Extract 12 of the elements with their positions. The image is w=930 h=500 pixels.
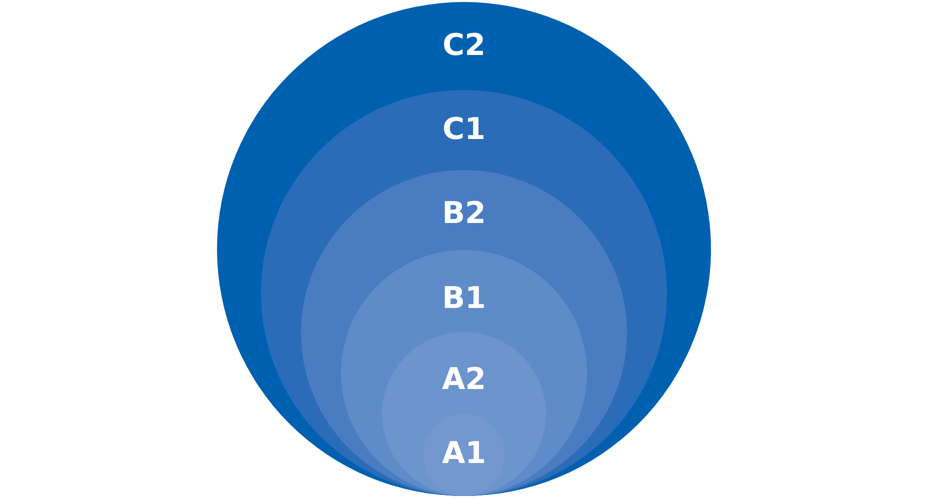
circle-area — [341, 250, 587, 496]
level-label: B2 — [442, 196, 486, 232]
level-label: C2 — [442, 28, 486, 64]
circle-area — [382, 332, 546, 496]
level-label: A2 — [442, 362, 486, 398]
circle-area — [423, 414, 505, 496]
circle-area — [217, 2, 711, 496]
circle-area — [301, 170, 627, 496]
level-label: C1 — [442, 112, 486, 148]
level-label: A1 — [442, 436, 486, 472]
level-label: B1 — [442, 281, 486, 317]
circle-area — [261, 90, 667, 496]
